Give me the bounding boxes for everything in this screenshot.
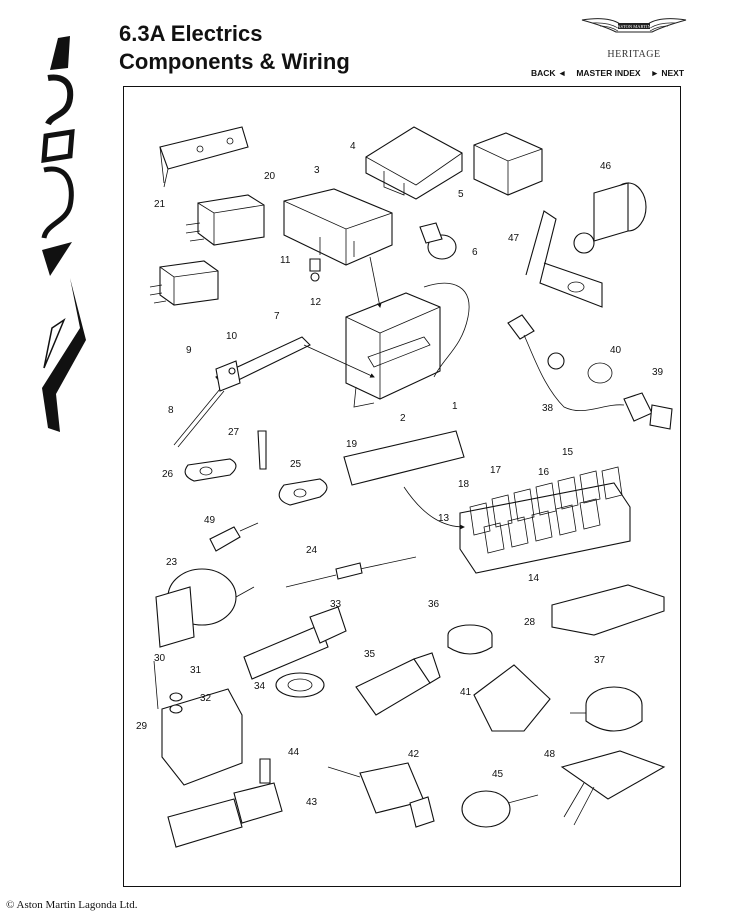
callout-40: 40 bbox=[610, 345, 622, 356]
callout-49: 49 bbox=[204, 515, 216, 526]
callout-29: 29 bbox=[136, 721, 148, 732]
callout-17: 17 bbox=[490, 465, 502, 476]
callout-35: 35 bbox=[364, 649, 376, 660]
callout-23: 23 bbox=[166, 557, 178, 568]
callout-8: 8 bbox=[168, 405, 174, 416]
page-title: 6.3A Electrics Components & Wiring bbox=[119, 20, 350, 76]
callout-28: 28 bbox=[524, 617, 536, 628]
callout-33: 33 bbox=[330, 599, 342, 610]
callout-34: 34 bbox=[254, 681, 266, 692]
callout-46: 46 bbox=[600, 161, 612, 172]
callout-45: 45 bbox=[492, 769, 504, 780]
callout-12: 12 bbox=[310, 297, 322, 308]
callout-38: 38 bbox=[542, 403, 554, 414]
callout-36: 36 bbox=[428, 599, 440, 610]
callout-20: 20 bbox=[264, 171, 276, 182]
callout-39: 39 bbox=[652, 367, 664, 378]
callout-3: 3 bbox=[314, 165, 320, 176]
callout-30: 30 bbox=[154, 653, 166, 664]
callout-42: 42 bbox=[408, 749, 420, 760]
master-index-link[interactable]: MASTER INDEX bbox=[576, 68, 641, 78]
page-navigation: BACK ◄ MASTER INDEX ► NEXT bbox=[531, 68, 684, 78]
callout-24: 24 bbox=[306, 545, 318, 556]
wings-icon: ASTON MARTIN bbox=[581, 18, 687, 33]
component-drawings bbox=[149, 126, 673, 848]
callout-6: 6 bbox=[472, 247, 478, 258]
callout-2: 2 bbox=[400, 413, 406, 424]
callout-26: 26 bbox=[162, 469, 174, 480]
callout-47: 47 bbox=[508, 233, 520, 244]
callout-18: 18 bbox=[458, 479, 470, 490]
callout-32: 32 bbox=[200, 693, 212, 704]
callout-10: 10 bbox=[226, 331, 238, 342]
callout-13: 13 bbox=[438, 513, 450, 524]
title-line-1: 6.3A Electrics bbox=[119, 21, 263, 46]
callout-7: 7 bbox=[274, 311, 280, 322]
virage-side-logo bbox=[30, 28, 92, 438]
next-link[interactable]: ► NEXT bbox=[650, 68, 685, 78]
callout-16: 16 bbox=[538, 467, 550, 478]
callout-labels: 1234567891011121314151617181920212324252… bbox=[136, 141, 664, 808]
callout-44: 44 bbox=[288, 747, 300, 758]
callout-41: 41 bbox=[460, 687, 472, 698]
heritage-label: HERITAGE bbox=[607, 49, 661, 60]
callout-43: 43 bbox=[306, 797, 318, 808]
title-line-2: Components & Wiring bbox=[119, 49, 350, 74]
callout-4: 4 bbox=[350, 141, 356, 152]
callout-48: 48 bbox=[544, 749, 556, 760]
copyright-footer: © Aston Martin Lagonda Ltd. bbox=[6, 899, 138, 911]
callout-5: 5 bbox=[458, 189, 464, 200]
callout-25: 25 bbox=[290, 459, 302, 470]
callout-9: 9 bbox=[186, 345, 192, 356]
callout-27: 27 bbox=[228, 427, 240, 438]
callout-21: 21 bbox=[154, 199, 166, 210]
aston-martin-logo: ASTON MARTIN HERITAGE bbox=[578, 12, 690, 60]
back-link[interactable]: BACK ◄ bbox=[531, 68, 567, 78]
brand-text: ASTON MARTIN bbox=[617, 24, 651, 29]
callout-37: 37 bbox=[594, 655, 606, 666]
callout-19: 19 bbox=[346, 439, 358, 450]
callout-1: 1 bbox=[452, 401, 458, 412]
callout-11: 11 bbox=[280, 255, 291, 266]
callout-14: 14 bbox=[528, 573, 540, 584]
callout-15: 15 bbox=[562, 447, 574, 458]
callout-31: 31 bbox=[190, 665, 202, 676]
